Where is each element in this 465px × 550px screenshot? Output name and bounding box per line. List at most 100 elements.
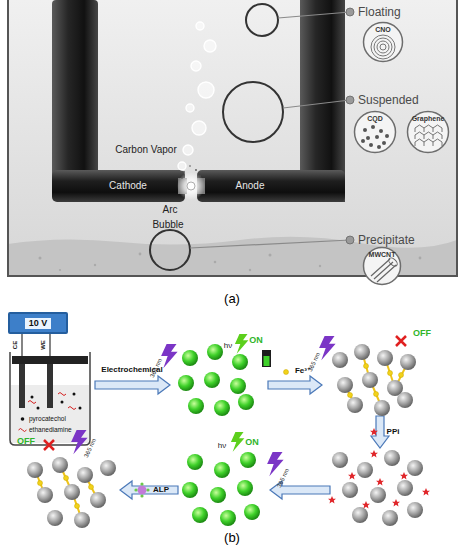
green-carbon-dots [182,350,198,366]
wavelength-label: 365 nm [307,352,321,373]
arc-tank [214,261,217,264]
graphite-electrodes [52,170,185,202]
quenched-dots-final [27,462,43,478]
inset-label: MWCNT [362,251,402,258]
dots-with-pyrophosphate [376,478,384,486]
quantum-dot [375,135,379,139]
graphene-lattice [433,142,434,146]
part-label: Arc [163,205,178,215]
nanotube-end [387,256,398,267]
reagent-label: PPi [387,428,400,436]
leader-dots [346,8,354,16]
inset-label: CNO [362,26,404,33]
graphene-lattice [424,135,425,139]
dots-with-pyrophosphate [400,472,408,480]
state-label: OFF [17,437,35,446]
emission-bolts [231,334,249,452]
reagent-icons [140,482,143,485]
arc-tank [269,254,272,257]
leader-lines [190,240,350,248]
region-markers [246,4,278,36]
quenched-dots-fe [354,344,370,360]
state-label: ON [249,336,263,345]
graphene-lattice [415,135,416,139]
panel-label: (b) [224,531,240,544]
quenched-dots-final [64,484,80,500]
quenched-dots-final [77,467,93,483]
green-carbon-dots [232,354,248,370]
dots-with-pyrophosphate [328,496,336,504]
leader-lines [278,12,350,18]
graphene-lattice [415,125,442,128]
arc-tank [249,269,251,271]
reagent-icons [284,370,289,375]
legend-sample [21,417,25,421]
wavelength-label: 365 nm [276,468,290,489]
electrolysis-beaker [47,364,53,408]
inset-label: CQD [353,115,397,122]
arc-glow [177,172,205,200]
arc-glow [195,169,197,171]
graphene-lattice [442,142,443,146]
quench-marks [44,336,406,450]
quantum-dot [363,128,367,132]
reagent-icons [134,370,378,498]
graphite-electrodes [52,0,345,202]
quench-marks [396,336,406,346]
quantum-dot [382,141,386,145]
arc-glow [199,175,201,177]
cno-inset-circle: CNO [362,21,404,63]
fluorescent-vial [262,350,271,367]
quenched-dots-final [35,465,98,520]
mwcnt-inset-circle: MWCNT [362,246,402,286]
reagent-icons [138,486,147,495]
green-carbon-dots [207,344,223,360]
quantum-dot [366,136,370,140]
dots-with-pyrophosphate [370,450,378,458]
green-carbon-dots-restored [210,487,226,503]
leader-dots [346,8,354,244]
green-carbon-dots-restored [214,462,230,478]
dots-with-pyrophosphate [384,450,400,466]
dots-with-pyrophosphate [352,507,368,523]
electrolysis-beaker [28,401,36,404]
quenched-dots-final [75,504,80,509]
quenched-dots-fe [377,350,393,366]
green-carbon-dots-restored [187,454,203,470]
dots-with-pyrophosphate [370,487,386,503]
fluorescent-vial [262,350,271,367]
rising-bubbles [186,104,194,112]
green-carbon-dots-restored [240,452,256,468]
rising-bubbles [196,22,204,30]
arc-tank [8,0,457,276]
quenched-dots-fe [348,393,353,398]
quenched-dots-final [47,510,63,526]
dots-with-pyrophosphate [407,460,423,476]
rising-bubbles [178,162,186,170]
green-carbon-dots [204,372,220,388]
cqd-inset-circle: CQD [353,110,397,154]
arc-tank [139,253,142,256]
onion-shell [371,35,395,59]
dots-with-pyrophosphate [342,482,358,498]
quantum-dot [369,143,373,147]
dots-with-pyrophosphate [407,502,423,518]
legend-sample [19,429,27,432]
legend-sample [18,416,27,422]
region-markers [223,82,283,142]
legend-entry: pyrocatechol [18,416,66,423]
quantum-dot [371,125,375,129]
electrode-label: CE [12,341,18,349]
quenched-dots-final [64,476,69,481]
leader-dots [346,236,354,244]
electrolysis-beaker [61,401,64,404]
green-carbon-dots-restored [220,510,236,526]
potentiostat-box: 10 V [8,312,68,334]
graphite-electrodes [52,0,98,196]
uv-light-bolts [71,336,336,476]
uv-light-bolts [161,344,178,368]
leader-lines [190,12,350,248]
electrolysis-beaker [31,393,82,410]
electrolysis-beaker [19,364,25,408]
